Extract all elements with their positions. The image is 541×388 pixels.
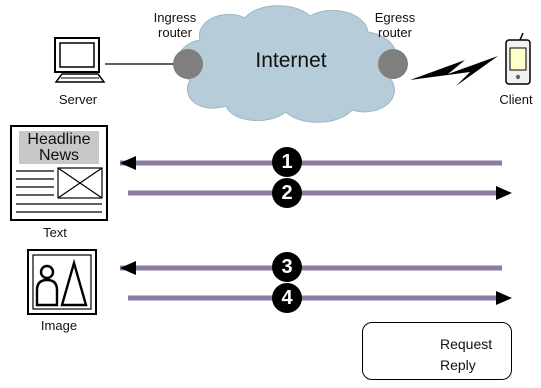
image-icon — [27, 249, 97, 315]
arrowhead-reply-2 — [496, 186, 512, 200]
ingress-router-label: Ingress router — [153, 10, 197, 40]
arrowhead-request-3 — [120, 261, 136, 275]
egress-router-label: Egress router — [374, 10, 416, 40]
egress-router-node — [378, 49, 408, 79]
image-label: Image — [40, 318, 78, 333]
headline-news-text: Headline News — [27, 131, 91, 164]
legend-request-label: Request — [440, 336, 493, 352]
legend-box — [362, 322, 512, 380]
arrowhead-request-1 — [120, 156, 136, 170]
step-badge-1: 1 — [272, 147, 302, 177]
client-label: Client — [499, 92, 533, 107]
server-label: Server — [58, 92, 98, 107]
internet-cloud — [176, 5, 398, 123]
client-pda-icon — [505, 32, 531, 85]
arrowhead-reply-4 — [496, 291, 512, 305]
step-badge-3: 3 — [272, 252, 302, 282]
server-icon — [54, 37, 106, 83]
text-label: Text — [43, 225, 67, 240]
wireless-link-icon — [410, 56, 498, 86]
internet-label: Internet — [255, 49, 327, 72]
step-badge-4: 4 — [272, 283, 302, 313]
legend-reply-label: Reply — [440, 357, 476, 373]
text-document-icon — [10, 125, 108, 221]
step-badge-2: 2 — [272, 178, 302, 208]
ingress-router-node — [173, 49, 203, 79]
